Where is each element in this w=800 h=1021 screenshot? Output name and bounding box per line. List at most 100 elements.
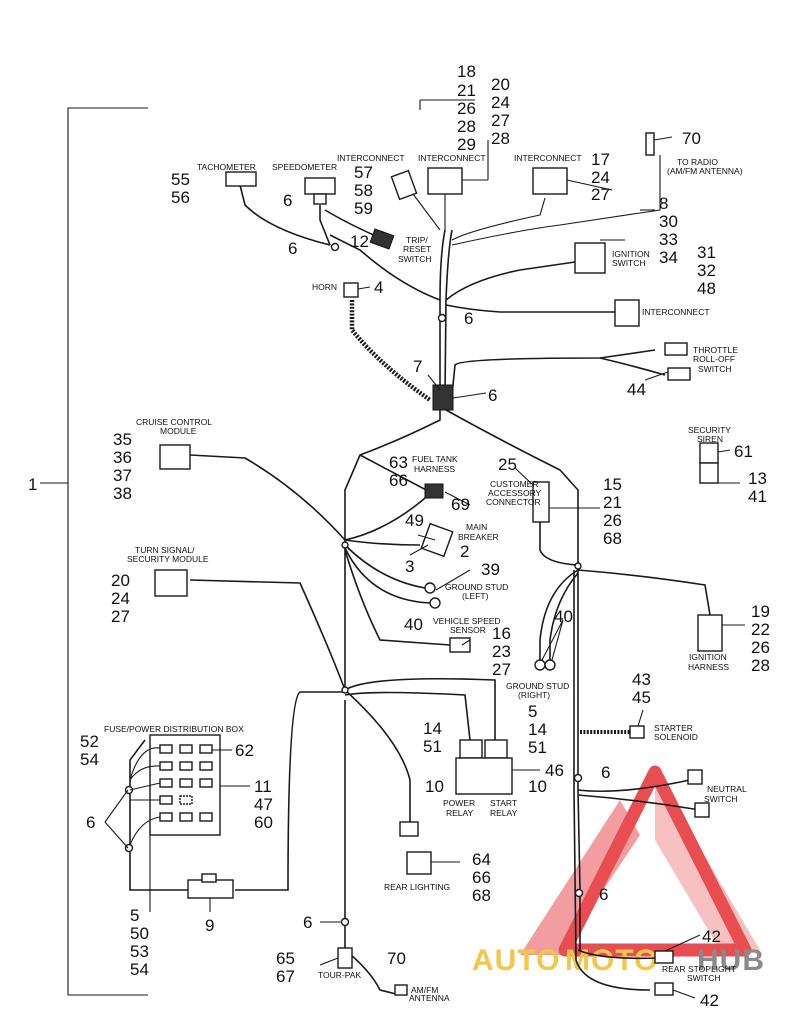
label-solenoid: SOLENOID — [654, 732, 698, 742]
junction-right — [574, 562, 582, 570]
tour-pak-connector — [337, 947, 353, 969]
ignition-switch-connector — [574, 242, 606, 274]
callout-26c: 26 — [751, 638, 770, 657]
label-start-relay: RELAY — [490, 808, 518, 818]
callout-27c: 27 — [111, 607, 130, 626]
callout-14b: 14 — [528, 720, 547, 739]
label-antenna: ANTENNA — [409, 993, 450, 1003]
start-relay-socket — [484, 739, 508, 759]
callout-66: 66 — [389, 471, 408, 490]
callout-52: 52 — [80, 732, 99, 751]
label-security: SECURITY — [688, 425, 731, 435]
callout-25: 25 — [498, 455, 517, 474]
am-fm-antenna-connector — [394, 984, 408, 996]
callout-1: 1 — [28, 475, 37, 494]
label-horn: HORN — [312, 282, 337, 292]
cruise-control-connector — [159, 444, 191, 470]
callout-26b: 26 — [603, 511, 622, 530]
callout-6-speedo: 6 — [283, 191, 292, 210]
label-ground-stud-left: GROUND STUD — [445, 582, 508, 592]
callout-7: 7 — [413, 357, 422, 376]
callout-62: 62 — [235, 741, 254, 760]
label-accessory: ACCESSORY — [488, 488, 542, 498]
callout-43: 43 — [632, 670, 651, 689]
fuel-tank-harness-connector — [424, 483, 444, 499]
neutral-switch-connector-b — [694, 802, 710, 818]
interconnect-mid-connector — [427, 167, 463, 195]
tachometer-connector — [225, 171, 257, 187]
ground-stud-left-b — [429, 597, 441, 609]
label-rear-stoplight: REAR STOPLIGHT — [662, 964, 736, 974]
callout-6-trunk: 6 — [464, 309, 473, 328]
assembly-bracket — [40, 107, 148, 996]
callout-6-right: 6 — [601, 763, 610, 782]
label-neutral: NEUTRAL — [707, 784, 747, 794]
label-power: POWER — [443, 798, 475, 808]
central-junction-block — [432, 384, 454, 411]
label-neutral-switch: SWITCH — [704, 794, 738, 804]
throttle-connector-b — [667, 367, 691, 381]
callout-28b: 28 — [491, 129, 510, 148]
label-interconnect-a: INTERCONNECT — [337, 153, 405, 163]
label-fuel-tank: FUEL TANK — [412, 454, 458, 464]
callout-36: 36 — [113, 448, 132, 467]
throttle-connector-a — [664, 342, 688, 356]
callout-47: 47 — [254, 795, 273, 814]
callout-70: 70 — [682, 129, 701, 148]
callout-21b: 21 — [603, 493, 622, 512]
callout-40-right: 40 — [554, 607, 573, 626]
callout-9: 9 — [205, 916, 214, 935]
callout-50: 50 — [130, 924, 149, 943]
vehicle-speed-sensor-connector — [449, 637, 471, 653]
callout-37: 37 — [113, 466, 132, 485]
callout-33: 33 — [659, 230, 678, 249]
callout-54: 54 — [80, 750, 99, 769]
callout-59: 59 — [354, 199, 373, 218]
label-ignition-switch: SWITCH — [612, 258, 646, 268]
callout-4: 4 — [374, 278, 383, 297]
rear-lighting-connector-a — [399, 821, 419, 837]
ground-stud-right-b — [544, 659, 556, 671]
label-am-fm-antenna: (AM/FM ANTENNA) — [667, 166, 743, 176]
callout-41: 41 — [748, 487, 767, 506]
callout-42a: 42 — [702, 927, 721, 946]
callout-46: 46 — [545, 761, 564, 780]
callout-11: 11 — [254, 777, 272, 796]
clip-6-fuse-b — [124, 843, 134, 853]
callout-61: 61 — [734, 442, 753, 461]
label-turn-signal: TURN SIGNAL/ — [135, 545, 195, 555]
neutral-switch-connector-a — [687, 769, 703, 785]
callout-15: 15 — [603, 475, 622, 494]
callout-56: 56 — [171, 188, 190, 207]
label-trip: TRIP/ — [406, 235, 428, 245]
callout-5: 5 — [528, 702, 537, 721]
callout-45: 45 — [632, 688, 651, 707]
callout-70b: 70 — [387, 949, 406, 968]
callout-34: 34 — [659, 248, 678, 267]
callout-68b: 68 — [472, 886, 491, 905]
trip-reset-switch — [369, 228, 395, 250]
label-fuel-harness: HARNESS — [414, 464, 455, 474]
clip-6-trunk — [437, 313, 447, 323]
component-labels: TACHOMETER SPEEDOMETER INTERCONNECT INTE… — [104, 153, 747, 1003]
label-throttle-switch: SWITCH — [698, 364, 732, 374]
callout-6-lower: 6 — [303, 913, 312, 932]
label-throttle: THROTTLE — [693, 345, 738, 355]
callout-42b: 42 — [700, 991, 719, 1010]
callout-51b: 51 — [528, 738, 547, 757]
label-connector: CONNECTOR — [486, 497, 541, 507]
label-interconnect-b: INTERCONNECT — [418, 153, 486, 163]
callout-58: 58 — [354, 181, 373, 200]
callout-26: 26 — [457, 99, 476, 118]
callout-6-right-low: 6 — [599, 885, 608, 904]
label-tour-pak: TOUR-PAK — [318, 970, 361, 980]
callout-12: 12 — [350, 232, 369, 251]
label-power-relay: RELAY — [446, 808, 474, 818]
callout-28: 28 — [457, 117, 476, 136]
label-left: (LEFT) — [462, 591, 489, 601]
watermark-text-moto: MOTO — [565, 944, 658, 977]
label-tachometer: TACHOMETER — [197, 162, 256, 172]
clip-6-right-mid — [573, 773, 583, 783]
callout-60: 60 — [254, 813, 273, 832]
label-vehicle-speed: VEHICLE SPEED — [433, 616, 501, 626]
